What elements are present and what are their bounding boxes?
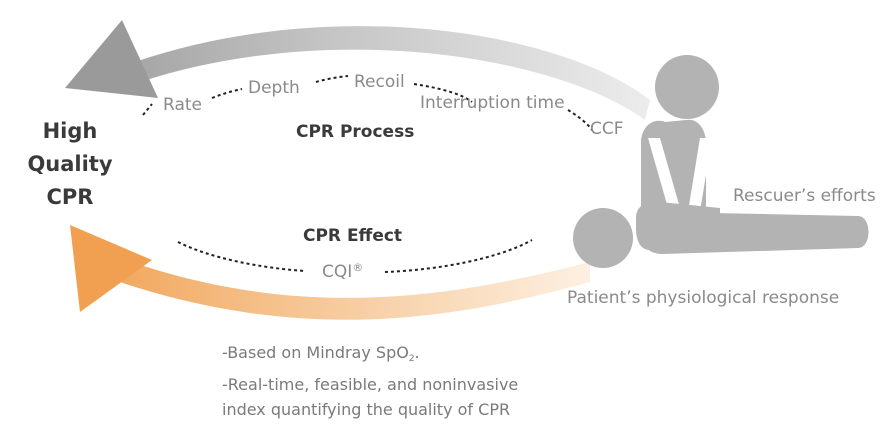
note-line-2: -Real-time, feasible, and noninvasive [222, 375, 519, 394]
cpr-process-heading: CPR Process [296, 122, 415, 142]
note-line-1-subscript: 2 [408, 354, 415, 364]
process-dotted-lines [142, 75, 593, 131]
title-line-1: High [42, 119, 98, 143]
title-line-3: CPR [46, 185, 94, 209]
cqi-notes: -Based on Mindray SpO2. -Real-time, feas… [222, 340, 518, 422]
effect-dotted-lines [177, 239, 533, 273]
title-line-2: Quality [27, 152, 113, 176]
high-quality-cpr-title: High Quality CPR [10, 115, 130, 214]
metric-ccf: CCF [590, 119, 624, 139]
metric-cqi: CQI® [322, 262, 363, 281]
process-arrow [65, 20, 650, 120]
rescuer-efforts-label: Rescuer’s efforts [733, 186, 876, 206]
patient-response-label: Patient’s physiological response [567, 288, 840, 308]
metric-depth: Depth [248, 78, 300, 98]
metric-rate: Rate [163, 95, 202, 115]
note-line-1-suffix: . [414, 343, 420, 362]
note-line-3: index quantifying the quality of CPR [222, 400, 511, 419]
note-line-1: -Based on Mindray SpO2. [222, 340, 518, 372]
effect-arrow [70, 225, 590, 320]
cpr-effect-heading: CPR Effect [303, 226, 403, 246]
patient-figure [573, 208, 869, 268]
cqi-registered-mark: ® [352, 261, 364, 274]
metric-interruption-time: Interruption time [420, 93, 565, 113]
metric-recoil: Recoil [354, 72, 405, 92]
note-line-1-text: -Based on Mindray SpO [222, 343, 409, 362]
cqi-label: CQI [322, 262, 353, 282]
